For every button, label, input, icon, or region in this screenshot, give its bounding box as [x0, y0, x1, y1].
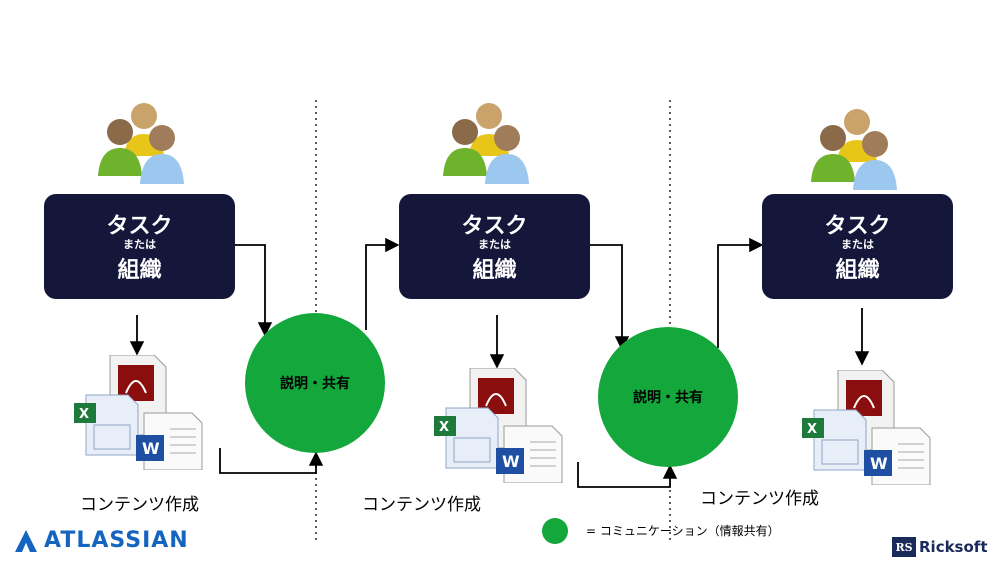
svg-text:W: W [502, 452, 520, 471]
box-subtitle: 組織 [472, 258, 517, 283]
arrow-circle1-to-box2 [365, 237, 400, 330]
legend-text: = コミュニケーション（情報共有） [586, 524, 780, 538]
ricksoft-mark-icon: RS [892, 537, 916, 557]
people-group-icon [809, 104, 901, 196]
box-subtitle: 組織 [117, 258, 162, 283]
atlassian-mark-icon [15, 529, 37, 552]
arrow-box2-to-circle2 [590, 244, 630, 351]
document-cluster-3: X W [800, 369, 935, 489]
atlassian-wordmark: ATLASSIAN [44, 528, 189, 553]
document-cluster-2: X W [432, 367, 567, 487]
excel-document-icon: X [802, 409, 867, 471]
box-or: または [123, 238, 156, 251]
box-title: タスク [461, 214, 528, 239]
word-document-icon: W [136, 412, 203, 471]
excel-document-icon: X [434, 407, 499, 469]
svg-text:W: W [870, 454, 888, 473]
svg-text:X: X [79, 407, 89, 422]
box-title: タスク [106, 214, 173, 239]
box-or: または [841, 238, 874, 251]
arrow-box1-to-circle1 [235, 244, 273, 337]
box-title: タスク [824, 214, 891, 239]
circle-label: 説明・共有 [280, 376, 350, 392]
people-group-icon [441, 98, 533, 190]
arrow-circle2-to-box3 [717, 237, 764, 348]
svg-text:W: W [142, 439, 160, 458]
people-group-icon [96, 98, 188, 190]
task-org-box-1: タスク または 組織 [44, 194, 235, 299]
atlassian-logo: ATLASSIAN [14, 528, 189, 553]
arrow-docs1-to-circle1 [219, 448, 324, 474]
legend-circle-icon [542, 518, 568, 544]
box-subtitle: 組織 [835, 258, 880, 283]
document-cluster-1: X W [72, 354, 207, 474]
ricksoft-logo: RS Ricksoft [892, 537, 988, 557]
task-org-box-2: タスク または 組織 [399, 194, 590, 299]
box-or: または [478, 238, 511, 251]
arrow-docs2-to-circle2 [577, 462, 678, 488]
communication-circle-2: 説明・共有 [598, 327, 738, 467]
content-creation-caption-2: コンテンツ作成 [362, 495, 481, 515]
word-document-icon: W [864, 427, 931, 486]
content-creation-caption-3: コンテンツ作成 [700, 489, 819, 509]
svg-text:X: X [807, 422, 817, 437]
word-document-icon: W [496, 425, 563, 484]
content-creation-caption-1: コンテンツ作成 [80, 495, 199, 515]
task-org-box-3: タスク または 組織 [762, 194, 953, 299]
communication-circle-1: 説明・共有 [245, 313, 385, 453]
svg-text:X: X [439, 420, 449, 435]
circle-label: 説明・共有 [633, 390, 703, 406]
ricksoft-wordmark: Ricksoft [919, 538, 988, 556]
excel-document-icon: X [74, 394, 139, 456]
